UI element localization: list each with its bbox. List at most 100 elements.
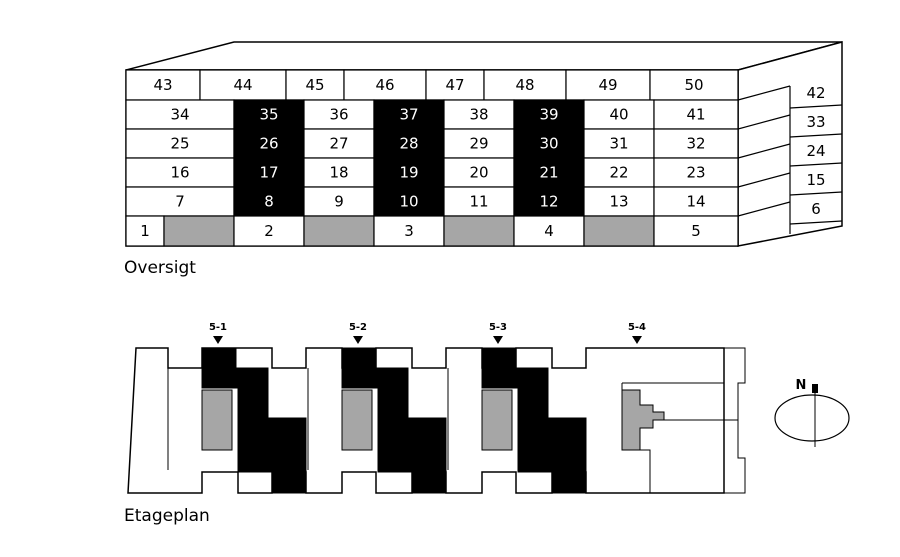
top-row-cell xyxy=(199,69,287,101)
apartment-number: 48 xyxy=(515,76,534,94)
apartment-number: 40 xyxy=(609,106,628,124)
side-line xyxy=(789,220,843,225)
apartment-cell xyxy=(653,99,739,130)
side-line xyxy=(789,191,843,196)
apartment-cell xyxy=(443,186,515,217)
section-arrow-icon xyxy=(632,336,642,344)
apartment-cell xyxy=(653,157,739,188)
section-label: 5-3 xyxy=(489,322,507,333)
apartment-number: 36 xyxy=(329,106,348,124)
apartment-number: 17 xyxy=(259,164,278,182)
block-top-face xyxy=(125,41,843,71)
apartment-number: 23 xyxy=(686,164,705,182)
plan-dark-stair xyxy=(201,347,307,494)
top-row-cell xyxy=(425,69,485,101)
compass-label: N xyxy=(796,378,807,393)
apartment-number: 22 xyxy=(609,164,628,182)
apartment-number: 27 xyxy=(329,135,348,153)
side-line xyxy=(789,162,843,167)
apartment-cell xyxy=(303,99,375,130)
apartment-number: 39 xyxy=(539,106,558,124)
stair-cell xyxy=(233,186,305,217)
apartment-number: 26 xyxy=(259,135,278,153)
apartment-number: 24 xyxy=(806,142,825,160)
apartment-cell xyxy=(583,186,655,217)
apartment-number: 30 xyxy=(539,135,558,153)
plan-gray-stair xyxy=(341,389,373,451)
apartment-number: 33 xyxy=(806,113,825,131)
gray-cell xyxy=(443,215,515,247)
apartment-number: 12 xyxy=(539,193,558,211)
section-arrow-icon xyxy=(213,336,223,344)
apartment-number: 19 xyxy=(399,164,418,182)
apartment-number: 14 xyxy=(686,193,705,211)
apartment-number: 2 xyxy=(264,222,274,240)
apartment-number: 11 xyxy=(469,193,488,211)
side-line xyxy=(737,172,791,188)
compass: N xyxy=(774,378,850,447)
side-line xyxy=(789,133,843,138)
section-label: 5-4 xyxy=(628,322,646,333)
stair-cell xyxy=(513,99,585,130)
apartment-number: 6 xyxy=(811,200,821,218)
plan-dark-stair xyxy=(341,347,447,494)
top-row-cell xyxy=(483,69,567,101)
apartment-number: 49 xyxy=(598,76,617,94)
apartment-cell xyxy=(125,128,235,159)
plan-gray-stair-5-4 xyxy=(621,389,665,451)
apartment-number: 10 xyxy=(399,193,418,211)
apartment-number: 43 xyxy=(153,76,172,94)
apartment-number: 13 xyxy=(609,193,628,211)
plan-dark-stair xyxy=(481,347,587,494)
apartment-number: 37 xyxy=(399,106,418,124)
apartment-number: 31 xyxy=(609,135,628,153)
apartment-number: 7 xyxy=(175,193,185,211)
stair-cell xyxy=(373,157,445,188)
apartment-number: 45 xyxy=(305,76,324,94)
side-line xyxy=(737,85,791,101)
overview-caption: Oversigt xyxy=(124,258,196,278)
apartment-number: 41 xyxy=(686,106,705,124)
apartment-number: 44 xyxy=(233,76,252,94)
apartment-number: 5 xyxy=(691,222,701,240)
apartment-number: 28 xyxy=(399,135,418,153)
floorplan-caption: Etageplan xyxy=(124,506,210,526)
apartment-number: 18 xyxy=(329,164,348,182)
apartment-number: 4 xyxy=(544,222,554,240)
apartment-number: 1 xyxy=(140,222,150,240)
plan-gray-stair xyxy=(481,389,513,451)
apartment-number: 16 xyxy=(170,164,189,182)
apartment-number: 21 xyxy=(539,164,558,182)
apartment-number: 50 xyxy=(684,76,703,94)
gray-cell xyxy=(163,215,235,247)
ground-cell xyxy=(653,215,739,247)
section-arrow-icon xyxy=(353,336,363,344)
apartment-number: 15 xyxy=(806,171,825,189)
apartment-number: 38 xyxy=(469,106,488,124)
compass-ring xyxy=(774,394,850,442)
section-arrow-icon xyxy=(493,336,503,344)
side-line xyxy=(737,201,791,217)
section-label: 5-1 xyxy=(209,322,227,333)
north-marker-icon xyxy=(812,384,818,393)
apartment-number: 3 xyxy=(404,222,414,240)
apartment-cell xyxy=(303,128,375,159)
gray-cell xyxy=(583,215,655,247)
apartment-cell xyxy=(583,128,655,159)
apartment-number: 34 xyxy=(170,106,189,124)
gray-cell xyxy=(303,215,375,247)
apartment-number: 32 xyxy=(686,135,705,153)
side-line xyxy=(737,143,791,159)
apartment-number: 8 xyxy=(264,193,274,211)
ground-cell xyxy=(125,215,165,247)
apartment-number: 20 xyxy=(469,164,488,182)
apartment-number: 35 xyxy=(259,106,278,124)
apartment-number: 25 xyxy=(170,135,189,153)
stair-cell xyxy=(373,186,445,217)
ground-cell xyxy=(233,215,305,247)
ground-cell xyxy=(373,215,445,247)
apartment-number: 42 xyxy=(806,84,825,102)
